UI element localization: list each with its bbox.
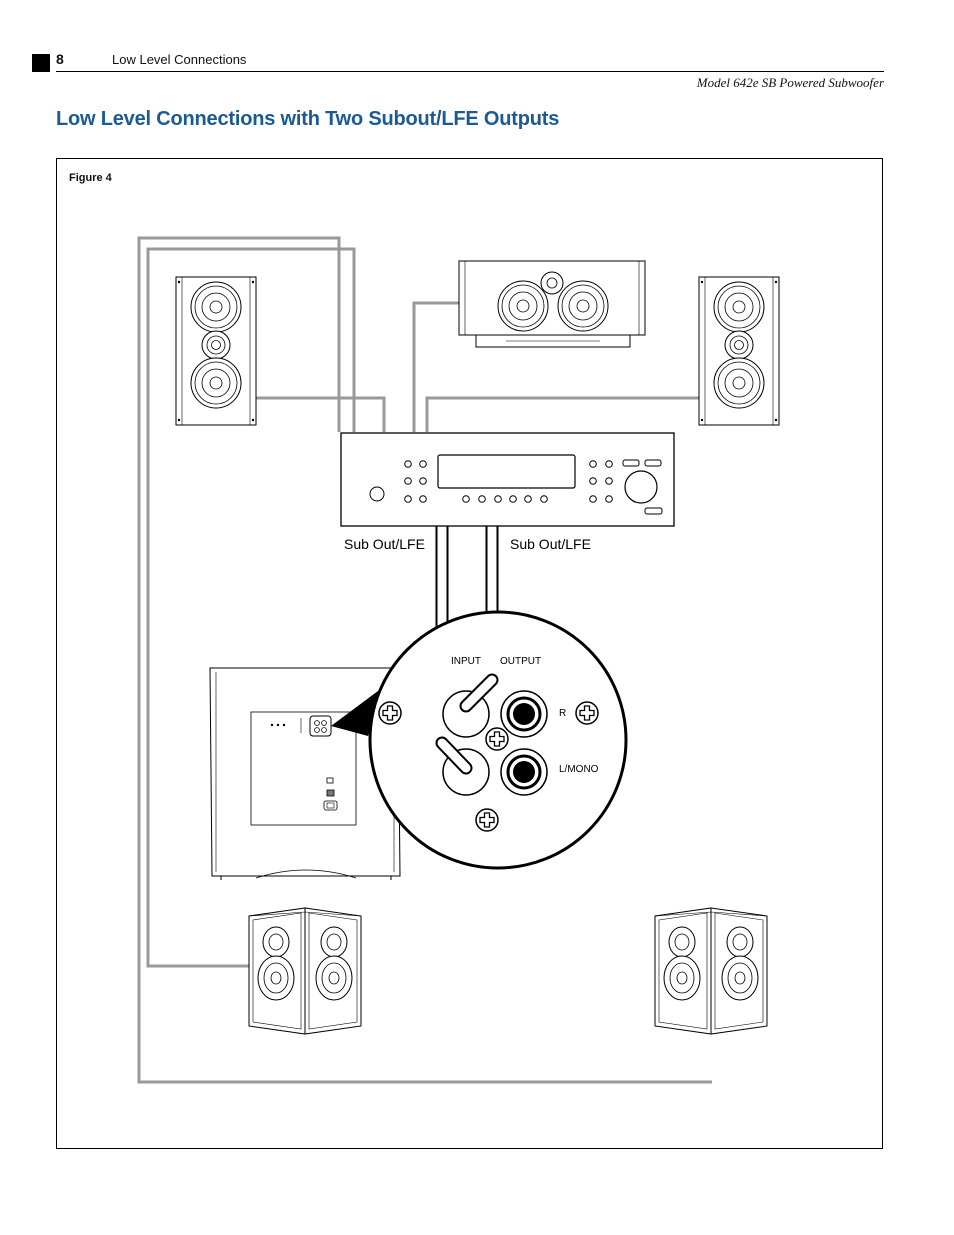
connection-diagram: INPUT OUTPUT R L/MONO bbox=[137, 236, 883, 1084]
center-speaker bbox=[458, 260, 646, 348]
model-name: Model 642e SB Powered Subwoofer bbox=[696, 75, 884, 90]
figure-label: Figure 4 bbox=[69, 172, 112, 184]
surround-right-speaker bbox=[654, 907, 768, 1035]
receiver bbox=[340, 432, 675, 527]
label-r: R bbox=[559, 708, 566, 719]
section-name: Low Level Connections bbox=[112, 52, 247, 67]
page-title: Low Level Connections with Two Subout/LF… bbox=[56, 108, 560, 130]
page-number: 8 bbox=[56, 51, 64, 67]
callout-pointer bbox=[331, 688, 382, 736]
front-left-speaker bbox=[176, 277, 256, 425]
rca-plugs bbox=[435, 673, 499, 775]
label-output: OUTPUT bbox=[500, 656, 541, 667]
header-rule bbox=[56, 71, 884, 72]
label-l-mono: L/MONO bbox=[559, 764, 599, 775]
label-input: INPUT bbox=[451, 656, 481, 667]
jack-panel-zoom bbox=[368, 610, 628, 870]
surround-left-speaker bbox=[248, 907, 362, 1035]
callout-sub-out-right: Sub Out/LFE bbox=[510, 536, 591, 552]
page-marker bbox=[32, 54, 50, 72]
figure-frame bbox=[56, 158, 883, 1149]
front-right-speaker bbox=[699, 277, 779, 425]
callout-sub-out-left: Sub Out/LFE bbox=[344, 536, 425, 552]
